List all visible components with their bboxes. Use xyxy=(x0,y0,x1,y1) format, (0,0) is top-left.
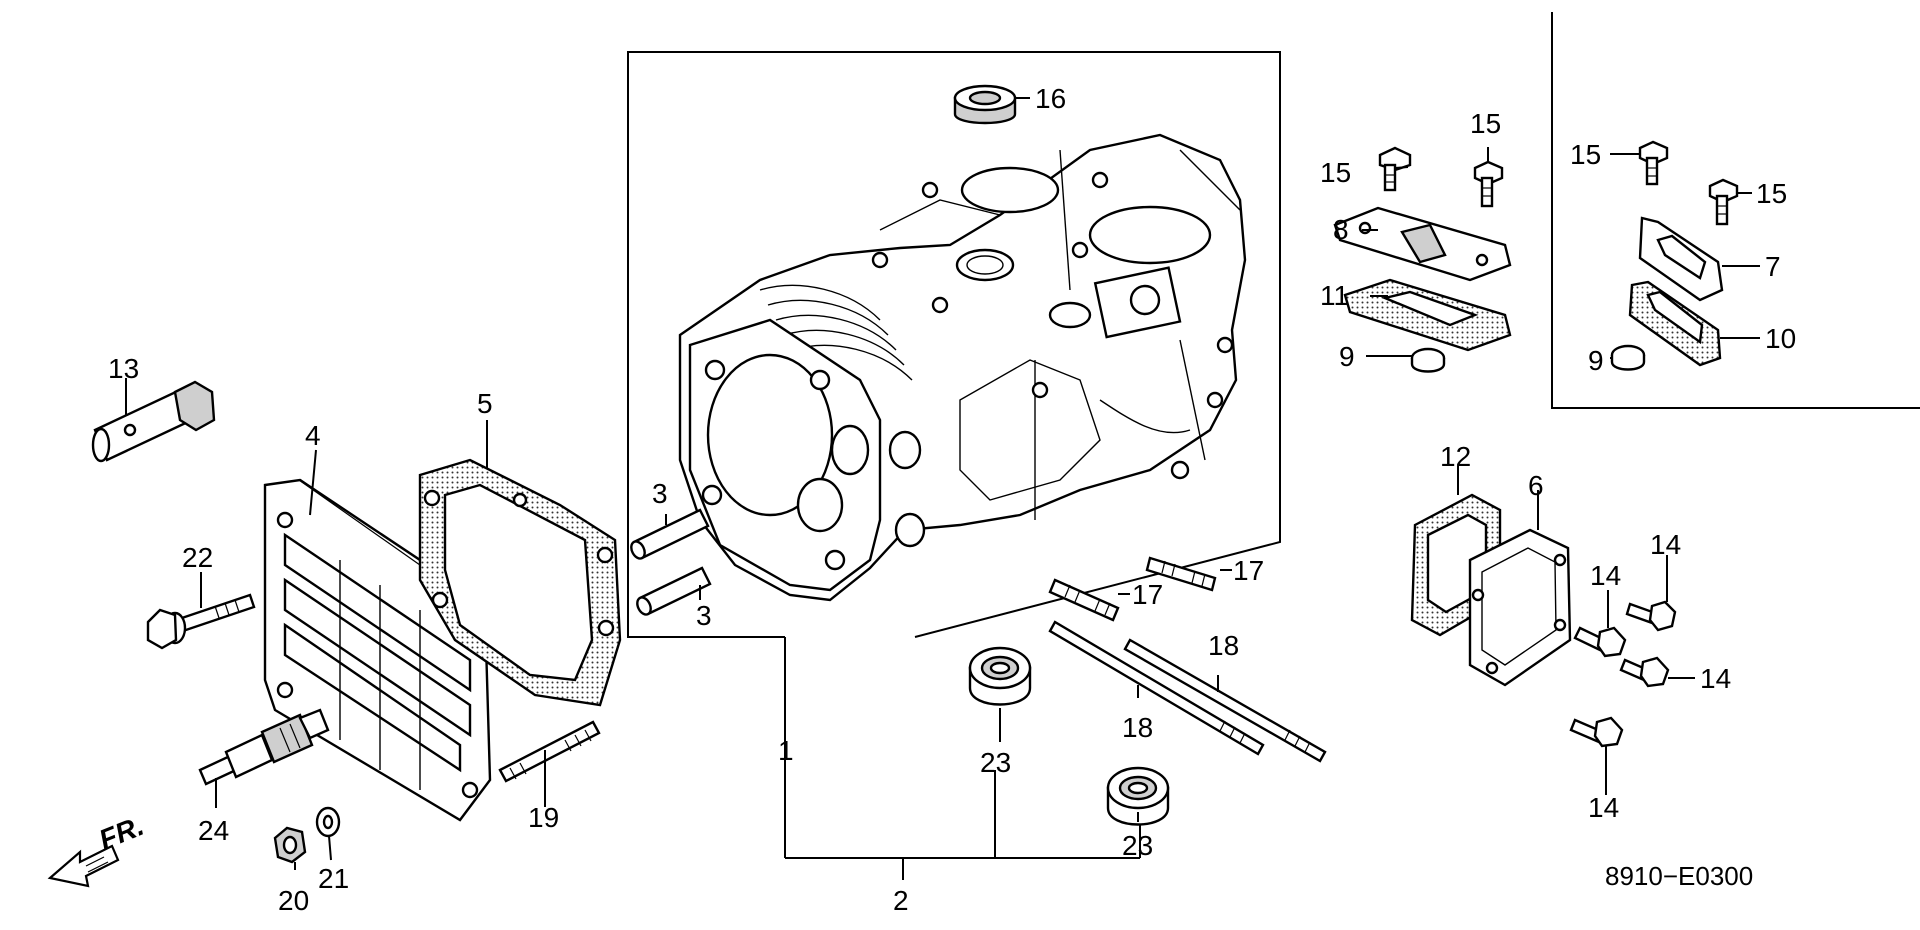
washer xyxy=(315,806,341,838)
oil-seal xyxy=(953,84,1017,125)
callout-15: 15 xyxy=(1320,157,1351,188)
callout-16: 16 xyxy=(1035,83,1066,114)
flange-bolt xyxy=(1378,146,1412,192)
callout-14: 14 xyxy=(1590,560,1621,591)
callout-1: 1 xyxy=(778,735,794,766)
callout-23: 23 xyxy=(980,747,1011,778)
callout-14: 14 xyxy=(1650,529,1681,560)
callout-13: 13 xyxy=(108,353,139,384)
dowel-pin xyxy=(630,508,710,560)
flange-bolt xyxy=(1638,140,1669,186)
alternate-parts-frame xyxy=(1551,12,1920,409)
callout-15: 15 xyxy=(1756,178,1787,209)
valve-plug xyxy=(1610,344,1646,371)
flange-bolt xyxy=(1625,600,1677,632)
callout-15: 15 xyxy=(1570,139,1601,170)
cylinder-barrel xyxy=(678,133,1247,602)
ball-bearing xyxy=(1106,766,1170,826)
callout-12: 12 xyxy=(1440,441,1471,472)
breather-gasket xyxy=(1628,280,1722,367)
callout-9: 9 xyxy=(1339,341,1355,372)
front-direction-arrow xyxy=(47,844,120,888)
spark-plug xyxy=(198,708,330,786)
flange-bolt xyxy=(1619,656,1670,688)
stud-bolt xyxy=(1145,556,1217,592)
head-stud xyxy=(498,720,601,783)
front-marker-label: FR. xyxy=(95,810,148,856)
breather-gasket xyxy=(1343,278,1512,352)
flange-bolt xyxy=(146,593,256,650)
head-gasket xyxy=(418,458,622,707)
side-cover xyxy=(1468,528,1572,687)
long-stud xyxy=(1048,620,1265,756)
callout-23: 23 xyxy=(1122,830,1153,861)
dowel-pin xyxy=(636,566,712,616)
callout-11: 11 xyxy=(1320,280,1349,311)
callout-6: 6 xyxy=(1528,470,1544,501)
nut xyxy=(273,826,307,864)
flange-bolt xyxy=(1569,716,1624,748)
stud-bolt xyxy=(1048,578,1120,622)
callout-19: 19 xyxy=(528,802,559,833)
assembly-bracket xyxy=(784,637,1141,880)
diagram-code: 8910−E0300 xyxy=(1605,861,1753,891)
callout-18: 18 xyxy=(1122,712,1153,743)
flange-bolt xyxy=(1473,160,1504,208)
cylinder-assembly-frame xyxy=(627,51,1281,638)
leader-lines xyxy=(125,97,1760,870)
long-stud xyxy=(1123,638,1327,763)
callout-7: 7 xyxy=(1765,251,1781,282)
callout-3: 3 xyxy=(696,600,712,631)
callout-9: 9 xyxy=(1588,345,1604,376)
callout-2: 2 xyxy=(893,885,909,916)
callout-20: 20 xyxy=(278,885,309,916)
flange-bolt xyxy=(1708,178,1739,226)
callout-4: 4 xyxy=(305,420,321,451)
ball-bearing xyxy=(968,646,1032,706)
breather-cover xyxy=(1333,206,1512,282)
callout-10: 10 xyxy=(1765,323,1796,354)
callout-21: 21 xyxy=(318,863,349,894)
callout-17: 17 xyxy=(1132,579,1163,610)
callout-17: 17 xyxy=(1233,555,1264,586)
callout-labels: 1 2 3 3 4 5 6 7 8 9 9 10 11 12 13 14 14 … xyxy=(108,83,1796,916)
plug-wrench xyxy=(91,380,216,463)
callout-5: 5 xyxy=(477,388,493,419)
callout-18: 18 xyxy=(1208,630,1239,661)
breather-cover xyxy=(1638,216,1724,302)
callout-24: 24 xyxy=(198,815,229,846)
valve-plug xyxy=(1410,347,1446,373)
callout-8: 8 xyxy=(1333,214,1349,245)
callout-15: 15 xyxy=(1470,108,1501,139)
callout-3: 3 xyxy=(652,478,668,509)
callout-14: 14 xyxy=(1700,663,1731,694)
callout-14: 14 xyxy=(1588,792,1619,823)
flange-bolt xyxy=(1573,626,1627,658)
callout-22: 22 xyxy=(182,542,213,573)
cylinder-head xyxy=(263,478,492,822)
